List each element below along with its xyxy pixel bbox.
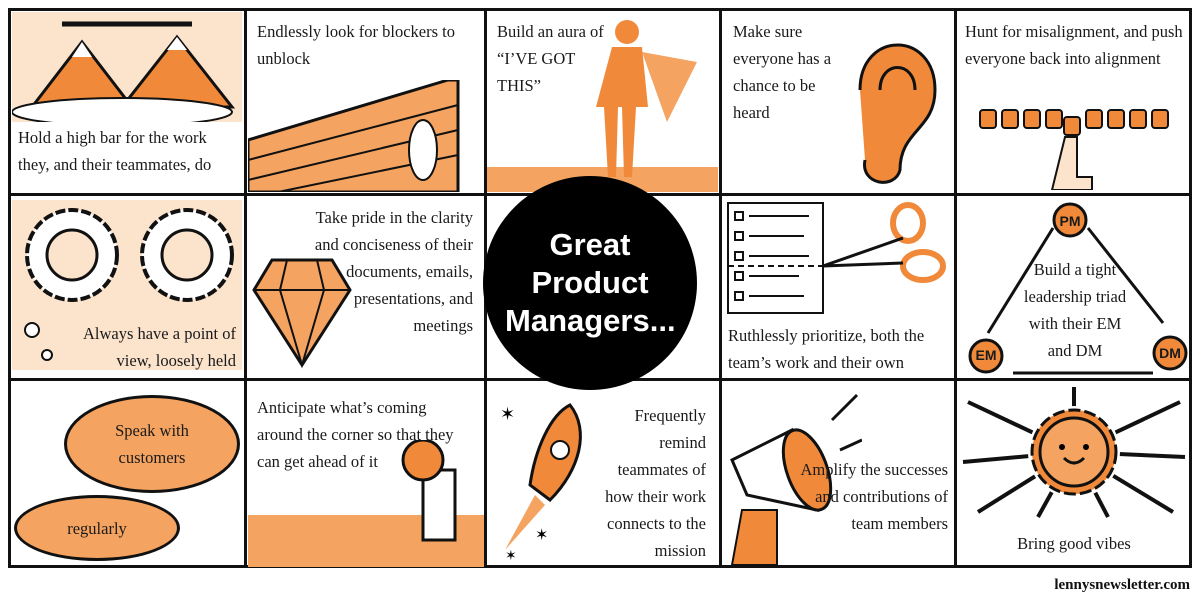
cell-text: Bring good vibes [1017,534,1131,553]
grid-frame [8,8,1192,568]
cell-text: Frequently remind teammates of how their… [605,406,706,560]
megaphone-icon [730,393,862,565]
speech-bubble: Speak with customers [64,395,240,493]
cell-text: Hunt for misalignment, and push everyone… [965,22,1183,68]
node-dm: DM [1159,345,1181,361]
periscope-icon [248,440,484,567]
cell-text: Endlessly look for blockers to unblock [257,22,455,68]
superhero-icon [487,20,718,192]
divider [244,8,247,568]
cell-text: Build an aura of “I’VE GOT THIS” [497,22,604,95]
cell-text: Always have a point of view, loosely hel… [82,324,236,370]
cell-text: Build a tight leadership triad with thei… [1023,260,1127,360]
scissors-list-icon [727,202,946,314]
center-title-circle: Great Product Managers... [483,176,697,390]
footer-site: lennysnewsletter.com [1054,577,1190,593]
cell-text: Amplify the successes and contributions … [800,460,948,533]
cell-text: Hold a high bar for the work they, and t… [18,128,212,174]
divider [954,8,957,568]
svg-text:✶: ✶ [505,549,517,564]
cloud-glasses-icon [12,200,242,370]
brick-wall-icon [248,80,460,192]
cell-text: Ruthlessly prioritize, both the team’s w… [728,326,925,372]
triad-icon [968,202,1188,375]
divider [719,8,722,568]
blocks-finger-icon [979,109,1169,190]
center-title: Great Product Managers... [505,227,676,338]
node-em: EM [975,347,997,363]
diamond-icon [252,258,352,369]
node-pm: PM [1059,213,1081,229]
rocket-icon: ✶ ✶ ✶ [500,403,582,564]
sun-icon [962,387,1186,518]
speech-bubble: regularly [14,495,180,561]
cell-text: Make sure everyone has a chance to be he… [733,22,832,122]
cell-text: Take pride in the clarity and concisenes… [314,208,473,335]
ear-icon [858,43,937,184]
svg-text:✶: ✶ [535,527,548,544]
cell-text: Anticipate what’s coming around the corn… [257,398,454,471]
svg-text:✶: ✶ [500,404,515,424]
mountains-icon [12,12,242,122]
cell-text-2: regularly [67,518,127,538]
cell-text: Speak with customers [115,421,189,467]
